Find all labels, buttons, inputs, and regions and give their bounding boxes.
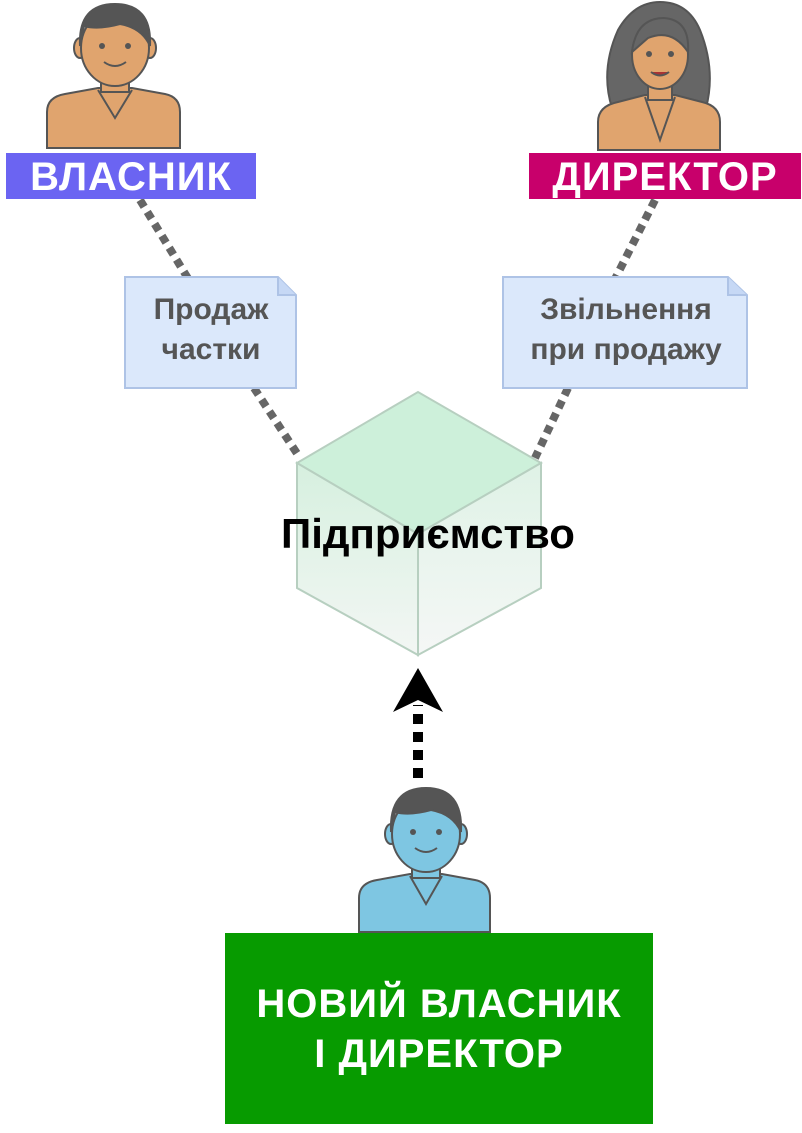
owner-label-box xyxy=(6,153,256,199)
director-label-box xyxy=(529,153,801,199)
new-owner-label-box xyxy=(225,933,653,1124)
new-owner-avatar-icon xyxy=(358,786,491,933)
note-sale-share xyxy=(124,276,297,389)
owner-avatar-icon xyxy=(46,2,181,149)
arrow-new-owner-to-company xyxy=(393,668,443,778)
director-avatar-icon xyxy=(597,0,721,151)
note-sale-share-line-1: Продаж xyxy=(153,293,269,326)
director-label: ДИРЕКТОР xyxy=(552,155,778,199)
new-owner-label: НОВИЙ ВЛАСНИК І ДИРЕКТОР xyxy=(225,933,653,1124)
note-dismissal-line-1: Звільнення xyxy=(540,293,712,326)
connector-owner-to-company xyxy=(136,197,304,461)
note-dismissal-line-2: при продажу xyxy=(530,333,722,366)
note-dismissal-text: Звільнення при продажу xyxy=(504,290,748,370)
new-owner-label-line-1: НОВИЙ ВЛАСНИК xyxy=(256,981,622,1026)
owner-label: ВЛАСНИК xyxy=(30,155,232,199)
note-sale-share-text: Продаж частки xyxy=(128,290,294,370)
company-label: Підприємство xyxy=(281,510,575,557)
note-dismissal xyxy=(502,276,748,389)
connector-director-to-company xyxy=(531,198,659,460)
note-sale-share-line-2: частки xyxy=(161,333,261,366)
new-owner-label-line-2: І ДИРЕКТОР xyxy=(314,1031,564,1076)
company-cube xyxy=(295,390,544,657)
